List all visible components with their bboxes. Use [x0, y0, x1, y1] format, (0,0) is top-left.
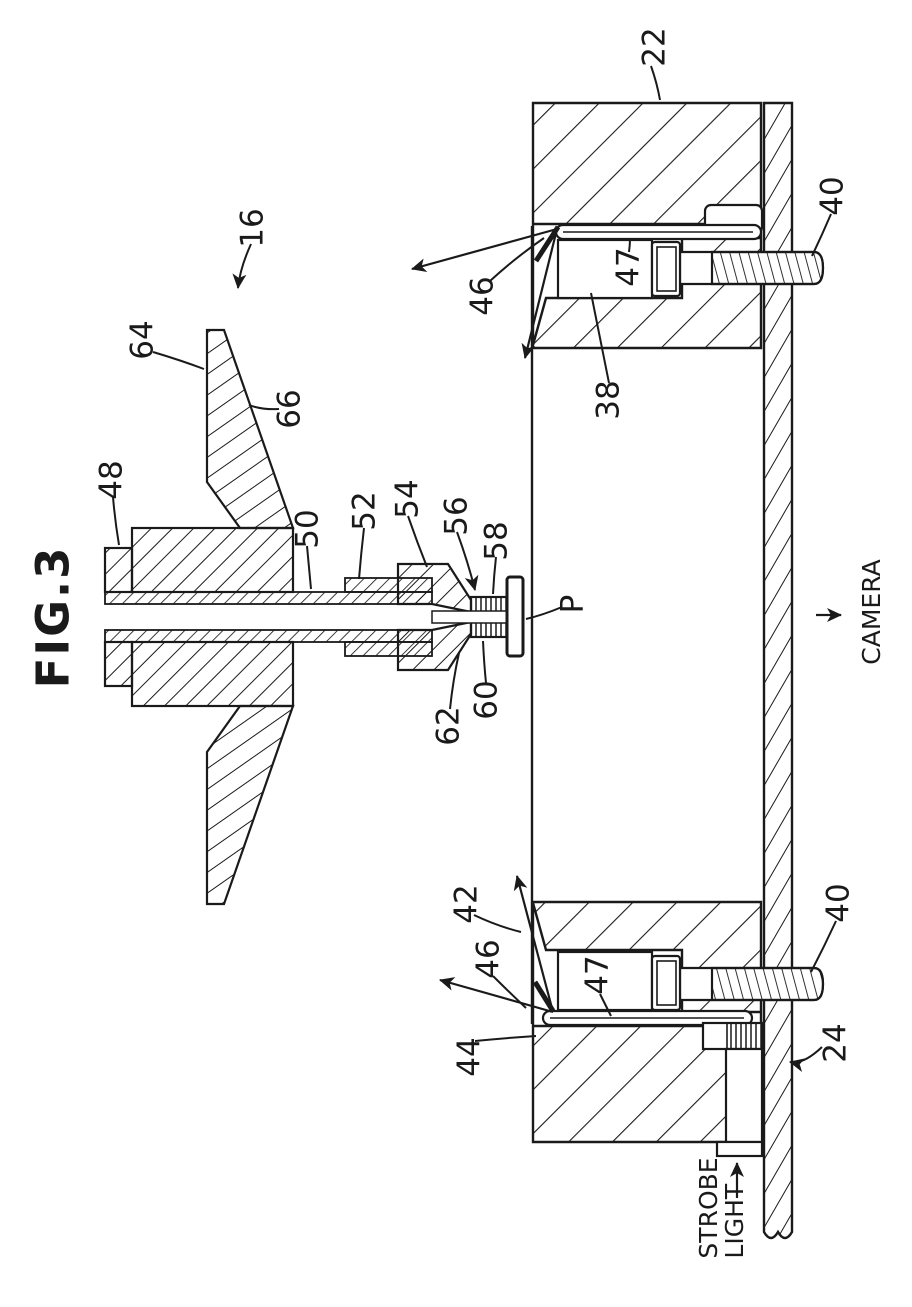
leader-47-top	[628, 237, 631, 253]
ref-label-47-bottom: 47	[579, 955, 616, 995]
strobe-line1: STROBE	[693, 1157, 723, 1259]
leader-P	[525, 606, 563, 620]
ref-label-46-top: 46	[464, 276, 501, 316]
spool-hub-lower-ear	[103, 640, 134, 688]
leader-58	[492, 556, 497, 595]
ref-label-40-top: 40	[814, 176, 851, 216]
spool-hub-upper	[130, 526, 295, 594]
leader-56	[456, 531, 479, 591]
film-spool-assembly	[103, 328, 525, 906]
ref-label-48: 48	[93, 460, 130, 500]
leader-lines	[112, 65, 837, 1072]
leader-16	[232, 243, 252, 289]
strobe-opening-lip	[715, 1140, 764, 1158]
leader-46-bottom	[492, 975, 527, 1009]
ref-label-62: 62	[430, 706, 467, 746]
strobe-line2: LIGHT	[720, 1183, 749, 1259]
ref-label-46-bottom: 46	[470, 939, 507, 979]
tube-wall-top	[104, 591, 433, 605]
spool-hub-upper-ear	[103, 546, 134, 594]
leader-52	[358, 527, 365, 580]
bottom-ray-up	[513, 875, 555, 1013]
ref-label-54: 54	[389, 479, 426, 519]
leader-40-bottom	[810, 920, 837, 973]
ref-label-40-bottom: 40	[820, 883, 857, 923]
contact-disc-58	[505, 575, 525, 658]
ref-label-24: 24	[817, 1023, 854, 1063]
nozzle-54-top	[396, 562, 473, 614]
leader-42	[473, 914, 522, 933]
leader-44	[474, 1035, 537, 1042]
ref-label-38: 38	[590, 380, 627, 420]
strobe-channel	[724, 1047, 764, 1144]
nozzle-54-bottom	[396, 620, 473, 672]
top-lamp-box	[556, 238, 654, 300]
leader-60	[482, 640, 487, 684]
leader-50	[306, 545, 312, 590]
spool-flange-upper	[205, 328, 295, 530]
ref-label-64: 64	[124, 320, 161, 360]
top-ray-left	[411, 227, 558, 273]
ref-label-47-top: 47	[610, 247, 647, 287]
ref-label-42: 42	[448, 884, 485, 924]
camera-annotation: CAMERA	[856, 559, 886, 665]
bottom-lamp-assembly	[541, 950, 825, 1158]
top-screw-head	[650, 240, 682, 298]
leader-54	[407, 515, 428, 568]
ref-label-66: 66	[271, 389, 308, 429]
spool-flange-lower	[205, 704, 295, 906]
tube-wall-bottom	[104, 629, 433, 643]
leader-47-bottom	[599, 993, 612, 1017]
leader-40-top	[811, 213, 832, 257]
ref-label-22: 22	[636, 27, 673, 67]
bottom-mirror-46	[532, 980, 556, 1013]
spool-hub-lower	[130, 640, 295, 708]
leader-62	[449, 652, 460, 710]
top-mirror-46	[533, 225, 561, 263]
nozzle-bore	[431, 610, 508, 624]
ref-label-52: 52	[346, 491, 383, 531]
bottom-lamp-box	[556, 950, 654, 1012]
light-rays	[411, 225, 842, 1198]
ref-label-50: 50	[289, 509, 326, 549]
bottom-screw-head	[650, 954, 682, 1012]
leader-48	[112, 496, 120, 546]
ref-label-58: 58	[478, 521, 515, 561]
figure-title: FIG.3	[26, 545, 80, 689]
leader-24	[789, 1046, 823, 1072]
ref-label-56: 56	[438, 496, 475, 536]
leader-64	[152, 351, 205, 370]
ref-label-60: 60	[468, 680, 505, 720]
ref-label-16: 16	[234, 208, 271, 248]
leader-66	[248, 404, 280, 411]
bottom-ray-left	[439, 977, 554, 1014]
ref-label-44: 44	[451, 1037, 488, 1077]
point-label-P: P	[554, 594, 591, 614]
leader-46-top	[489, 237, 545, 282]
leader-22	[650, 65, 661, 101]
outer-wall	[762, 101, 794, 1240]
leader-38	[590, 292, 610, 384]
top-lamp-assembly	[554, 203, 825, 300]
strobe-light-annotation: STROBE LIGHT	[693, 1157, 749, 1259]
top-ray-down	[521, 228, 559, 359]
